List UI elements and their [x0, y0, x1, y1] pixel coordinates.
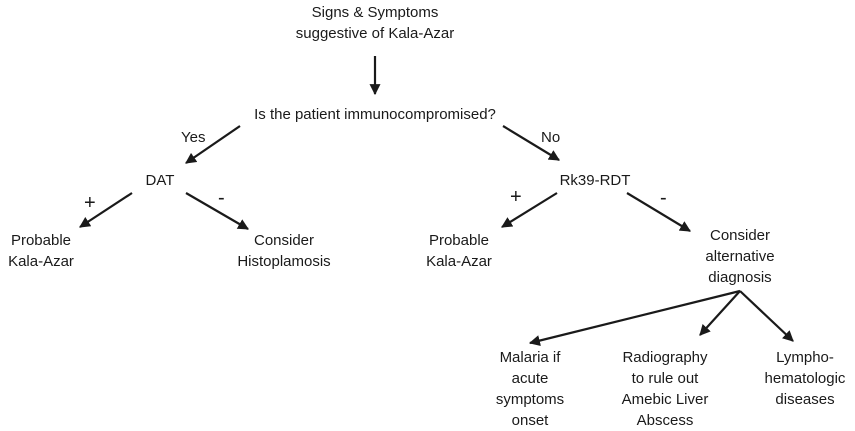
edge-label-yes: Yes: [181, 129, 206, 146]
arrow-dat-to-histo: [185, 192, 249, 230]
node-radiography-line: to rule out: [631, 370, 699, 387]
arrow-question-to-dat: [185, 125, 241, 164]
edge-label-dat-plus: +: [84, 192, 96, 214]
node-histoplasmosis-line: Histoplamosis: [237, 253, 331, 270]
edge-label-no: No: [541, 129, 561, 146]
node-alternative-diagnosis: Consider alternative diagnosis: [690, 225, 790, 288]
node-rk39-line: Rk39-RDT: [559, 172, 631, 189]
node-dat: DAT: [130, 170, 190, 191]
arrow-rk39-to-alternative: [626, 192, 691, 232]
node-lympho-hematologic-line: Lympho-: [776, 349, 834, 366]
node-radiography-line: Amebic Liver: [621, 391, 709, 408]
node-probable-left: Probable Kala-Azar: [0, 230, 82, 272]
node-dat-line: DAT: [145, 172, 175, 189]
node-malaria-line: acute: [511, 370, 549, 387]
node-alternative-diagnosis-line: Consider: [709, 227, 771, 244]
node-radiography: Radiography to rule out Amebic Liver Abs…: [610, 347, 720, 431]
node-malaria-line: Malaria if: [499, 349, 561, 366]
node-rk39: Rk39-RDT: [550, 170, 640, 191]
node-probable-right-line: Probable: [428, 232, 490, 249]
node-malaria-line: onset: [511, 412, 549, 429]
node-start-line: Signs & Symptoms: [311, 4, 439, 21]
node-lympho-hematologic: Lympho- hematologic diseases: [755, 347, 855, 410]
node-lympho-hematologic-line: hematologic: [764, 370, 846, 387]
node-probable-right-line: Kala-Azar: [426, 253, 492, 270]
arrow-dat-to-probable: [79, 192, 133, 228]
node-lympho-hematologic-line: diseases: [775, 391, 835, 408]
arrow-alternative-to-radiography: [699, 290, 741, 336]
edge-label-dat-minus: -: [218, 187, 225, 209]
arrow-alternative-to-lympho: [739, 290, 794, 342]
node-histoplasmosis-line: Consider: [253, 232, 315, 249]
arrow-alternative-to-malaria: [528, 289, 741, 346]
arrow-question-to-rk39: [502, 125, 560, 161]
edge-label-rk39-plus: +: [510, 186, 522, 208]
node-malaria-line: symptoms: [495, 391, 565, 408]
node-radiography-line: Abscess: [636, 412, 694, 429]
node-question: Is the patient immunocompromised?: [230, 104, 520, 125]
node-start: Signs & Symptoms suggestive of Kala-Azar: [275, 2, 475, 44]
edge-label-rk39-minus: -: [660, 187, 667, 209]
node-probable-left-line: Probable: [10, 232, 72, 249]
node-malaria: Malaria if acute symptoms onset: [485, 347, 575, 431]
node-probable-left-line: Kala-Azar: [8, 253, 74, 270]
node-radiography-line: Radiography: [622, 349, 708, 366]
node-question-line: Is the patient immunocompromised?: [254, 106, 496, 123]
node-alternative-diagnosis-line: diagnosis: [708, 269, 772, 286]
node-histoplasmosis: Consider Histoplamosis: [228, 230, 340, 272]
node-start-line: suggestive of Kala-Azar: [295, 25, 455, 42]
node-probable-right: Probable Kala-Azar: [418, 230, 500, 272]
arrow-rk39-to-probable: [501, 192, 558, 228]
node-alternative-diagnosis-line: alternative: [705, 248, 775, 265]
